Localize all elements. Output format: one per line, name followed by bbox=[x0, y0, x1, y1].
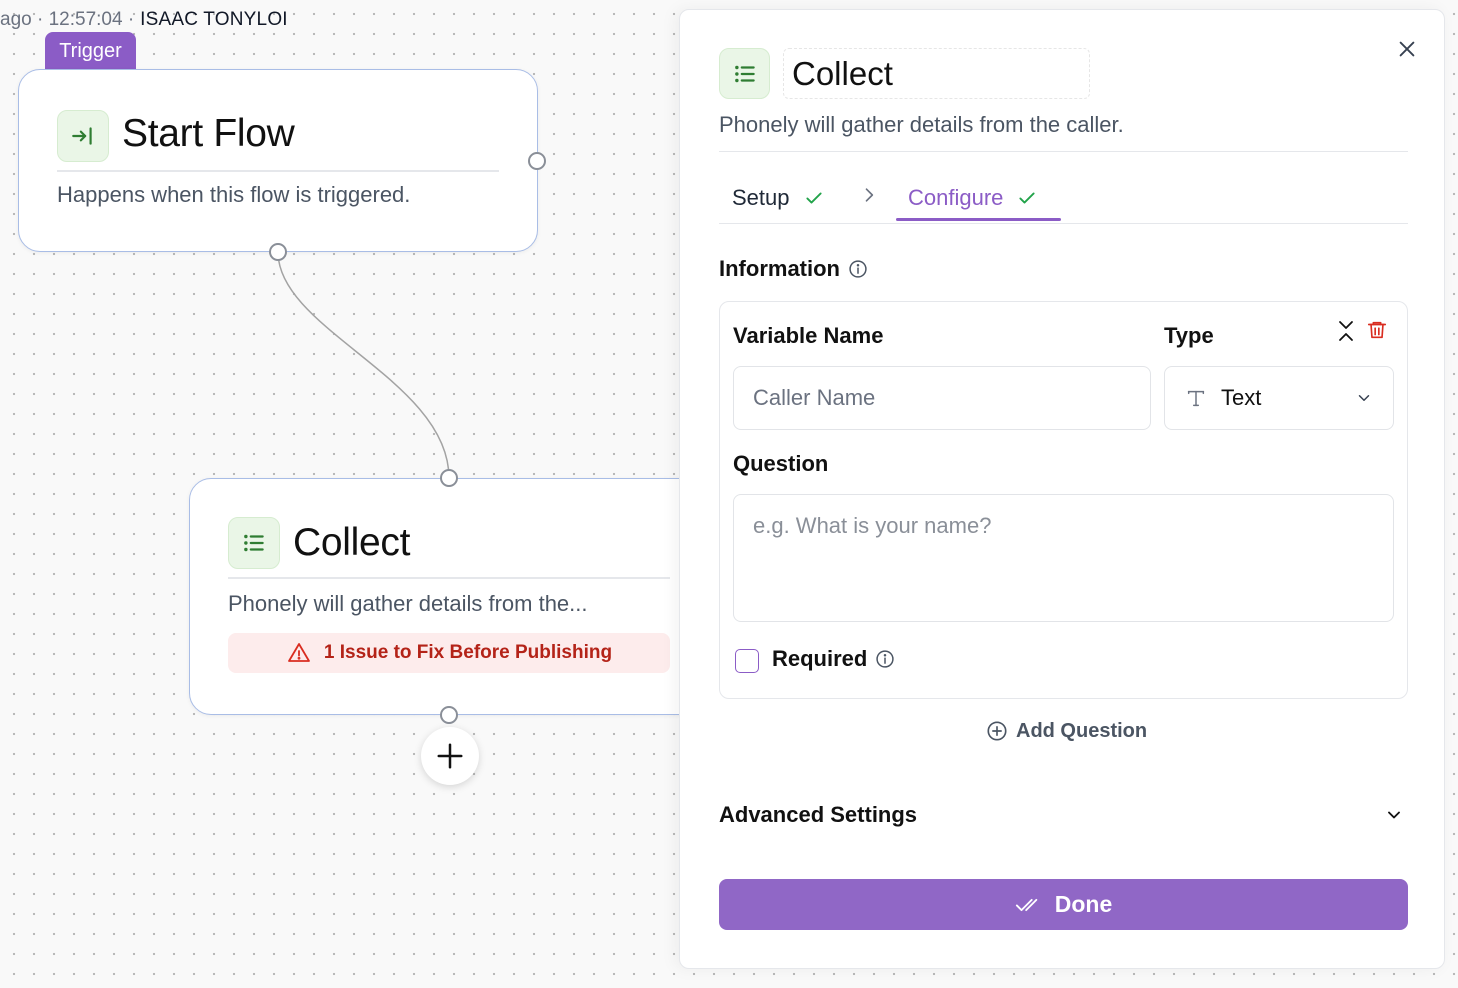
double-check-icon bbox=[1015, 895, 1041, 915]
warning-triangle-icon bbox=[286, 641, 312, 665]
check-icon bbox=[804, 188, 824, 208]
flow-meta-line: ago · 12:57:04 · ISAAC TONYLOI bbox=[0, 9, 288, 31]
done-button-label: Done bbox=[1054, 891, 1113, 917]
panel-subtitle: Phonely will gather details from the cal… bbox=[719, 112, 1124, 137]
issue-text: 1 Issue to Fix Before Publishing bbox=[323, 642, 613, 663]
trigger-badge: Trigger bbox=[45, 32, 136, 70]
tab-configure-label: Configure bbox=[908, 185, 1004, 210]
chevron-down-icon bbox=[1384, 805, 1404, 825]
collect-node[interactable]: Collect Phonely will gather details from… bbox=[189, 478, 709, 715]
start-node-title: Start Flow bbox=[122, 112, 295, 155]
required-checkbox[interactable] bbox=[735, 649, 759, 673]
plus-icon bbox=[435, 741, 465, 771]
info-icon[interactable] bbox=[875, 649, 895, 669]
add-node-button[interactable] bbox=[421, 727, 479, 785]
tab-configure[interactable]: Configure bbox=[908, 176, 1037, 220]
type-select[interactable]: Text bbox=[1164, 366, 1394, 430]
advanced-settings-toggle[interactable]: Advanced Settings bbox=[719, 800, 1408, 830]
list-icon bbox=[228, 517, 280, 569]
required-label-text: Required bbox=[772, 646, 868, 671]
tab-setup-label: Setup bbox=[732, 185, 790, 210]
enter-icon bbox=[57, 110, 109, 162]
node-settings-panel: Phonely will gather details from the cal… bbox=[679, 9, 1445, 969]
text-type-icon bbox=[1185, 387, 1207, 409]
panel-divider bbox=[719, 151, 1408, 152]
trash-icon bbox=[1366, 318, 1388, 342]
start-node-description: Happens when this flow is triggered. bbox=[57, 182, 411, 207]
variable-name-label: Variable Name bbox=[733, 323, 884, 348]
type-label: Type bbox=[1164, 323, 1214, 348]
close-button[interactable] bbox=[1392, 34, 1422, 64]
collapse-icon bbox=[1336, 319, 1356, 343]
active-tab-indicator bbox=[896, 218, 1061, 221]
list-icon bbox=[719, 48, 770, 99]
node-divider bbox=[228, 577, 670, 579]
delete-question-button[interactable] bbox=[1365, 318, 1389, 342]
question-card: Variable Name Type Text Question bbox=[719, 301, 1408, 699]
information-label: Information bbox=[719, 256, 868, 282]
check-icon bbox=[1017, 188, 1037, 208]
variable-name-input[interactable] bbox=[733, 366, 1151, 430]
type-select-value: Text bbox=[1221, 385, 1262, 410]
required-label: Required bbox=[772, 646, 895, 672]
plus-circle-icon bbox=[986, 720, 1008, 742]
done-button[interactable]: Done bbox=[719, 879, 1408, 930]
info-icon[interactable] bbox=[848, 259, 868, 279]
node-title-input[interactable] bbox=[783, 48, 1090, 99]
start-node-right-port[interactable] bbox=[528, 152, 546, 170]
add-question-label: Add Question bbox=[1016, 719, 1148, 742]
collapse-button[interactable] bbox=[1334, 319, 1358, 343]
chevron-down-icon bbox=[1355, 389, 1373, 407]
collect-node-top-port[interactable] bbox=[440, 469, 458, 487]
question-textarea[interactable] bbox=[733, 494, 1394, 622]
close-icon bbox=[1396, 38, 1418, 60]
advanced-settings-label: Advanced Settings bbox=[719, 802, 918, 827]
start-node-bottom-port[interactable] bbox=[269, 243, 287, 261]
meta-time: ago · 12:57:04 · bbox=[0, 9, 135, 30]
start-flow-node[interactable]: Start Flow Happens when this flow is tri… bbox=[18, 69, 538, 252]
collect-node-bottom-port[interactable] bbox=[440, 706, 458, 724]
information-label-text: Information bbox=[719, 256, 840, 281]
chevron-right-icon bbox=[859, 185, 879, 205]
collect-node-title: Collect bbox=[293, 521, 411, 564]
tab-setup[interactable]: Setup bbox=[732, 176, 824, 220]
add-question-button[interactable]: Add Question bbox=[986, 718, 1147, 744]
question-label: Question bbox=[733, 451, 829, 476]
issue-banner[interactable]: 1 Issue to Fix Before Publishing bbox=[228, 633, 670, 673]
node-divider bbox=[57, 170, 499, 172]
tabs-divider bbox=[719, 223, 1408, 224]
meta-user: ISAAC TONYLOI bbox=[140, 9, 288, 30]
collect-node-description: Phonely will gather details from the... bbox=[228, 591, 588, 616]
